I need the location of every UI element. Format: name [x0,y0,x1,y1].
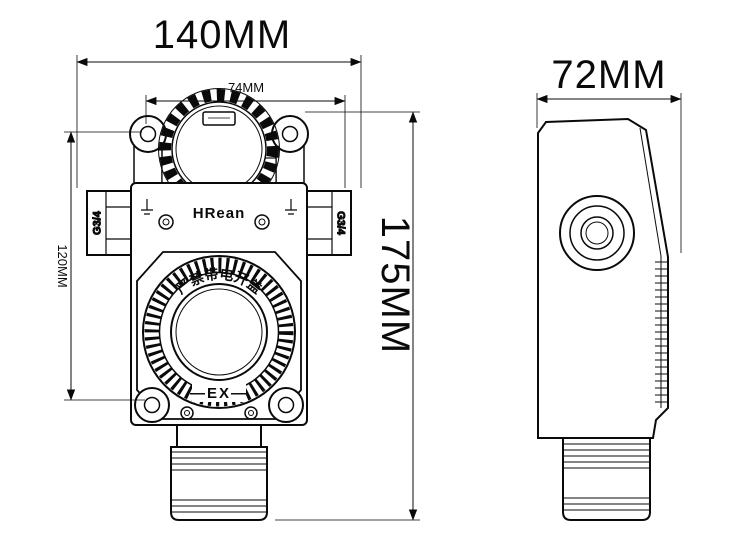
sleeve-ribs-side [563,443,650,511]
mount-hole-bottom-right [277,396,295,414]
dim-side-width: 72MM [536,53,682,253]
mount-hole-top-right [281,125,299,143]
side-view [537,117,669,521]
ground-symbol-left [141,199,153,215]
conduit-fitting-left: G3/4 [86,190,132,256]
dim-mount-spacing: 120MM [55,131,145,401]
dim-hole-spacing: 74MM [145,80,346,188]
sensor-sleeve-front [170,424,268,521]
ground-symbol-right [285,199,297,215]
top-cap [158,88,280,210]
dim-140mm-label: 140MM [153,13,291,57]
mounting-ear-top-left [129,115,167,185]
mount-hole-top-left [139,125,157,143]
side-inner-edge [639,127,662,408]
thread-left-label: G3/4 [92,210,104,235]
side-fins [655,261,668,403]
dim-72mm-label: 72MM [551,53,666,97]
dimensions: 140MM 74MM 72MM 175MM 120MM [55,13,682,521]
dim-74mm-label: 74MM [228,80,264,95]
brand-label: HRean [193,205,246,222]
mounting-ear-bottom-left [134,387,170,423]
side-conduit-boss [559,195,635,271]
cover-bolt-upper-left [158,214,174,230]
cover-bolt-lower-left [180,406,194,420]
ex-mark-label: —EX— [190,385,248,402]
side-body-outline [537,117,669,439]
sleeve-ribs-front [171,451,267,513]
dim-overall-height: 175MM [275,111,420,521]
dim-120mm-label: 120MM [55,244,70,287]
dim-overall-width: 140MM [76,13,362,188]
mounting-ear-bottom-right [268,387,304,423]
conduit-fitting-right: G3/4 [306,190,352,256]
thread-right-label: G3/4 [335,211,347,236]
mount-hole-bottom-left [143,396,161,414]
cover-bolt-upper-right [254,214,270,230]
cover-bolt-lower-right [244,406,258,420]
cap-top-tag [202,111,236,126]
dim-175mm-label: 175MM [373,216,417,354]
sensor-sleeve-side [562,437,651,521]
front-view: G3/4 G3/4 HRean [86,88,352,521]
